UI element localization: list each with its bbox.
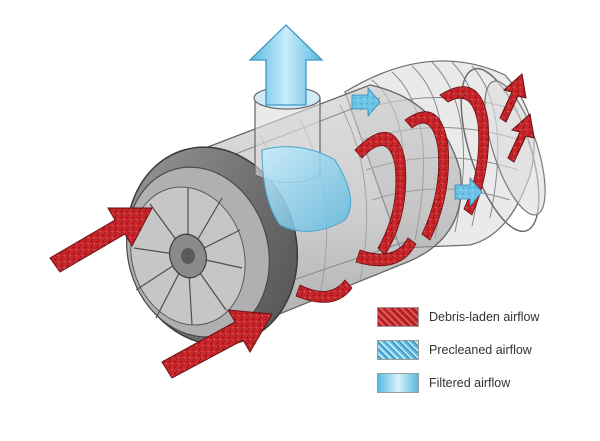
debris-outlet-arrows	[499, 73, 535, 163]
filtered-airflow-arrow-up	[248, 24, 324, 106]
precleaned-swatch-icon	[377, 340, 419, 360]
legend-item-filtered: Filtered airflow	[377, 372, 510, 394]
debris-spiral-arrows	[295, 86, 490, 303]
filtered-airflow-plume	[261, 146, 352, 232]
precleaned-airflow-arrows	[351, 86, 483, 208]
front-cap-precleaner	[125, 146, 299, 346]
legend-label-debris: Debris-laden airflow	[429, 310, 540, 324]
legend-item-precleaned: Precleaned airflow	[377, 339, 532, 361]
filtered-swatch-icon	[377, 373, 419, 393]
legend-label-filtered: Filtered airflow	[429, 376, 511, 390]
debris-inlet-arrows	[49, 207, 273, 379]
legend-label-precleaned: Precleaned airflow	[429, 343, 532, 357]
legend-item-debris: Debris-laden airflow	[377, 306, 539, 328]
debris-swatch-icon	[377, 307, 419, 327]
